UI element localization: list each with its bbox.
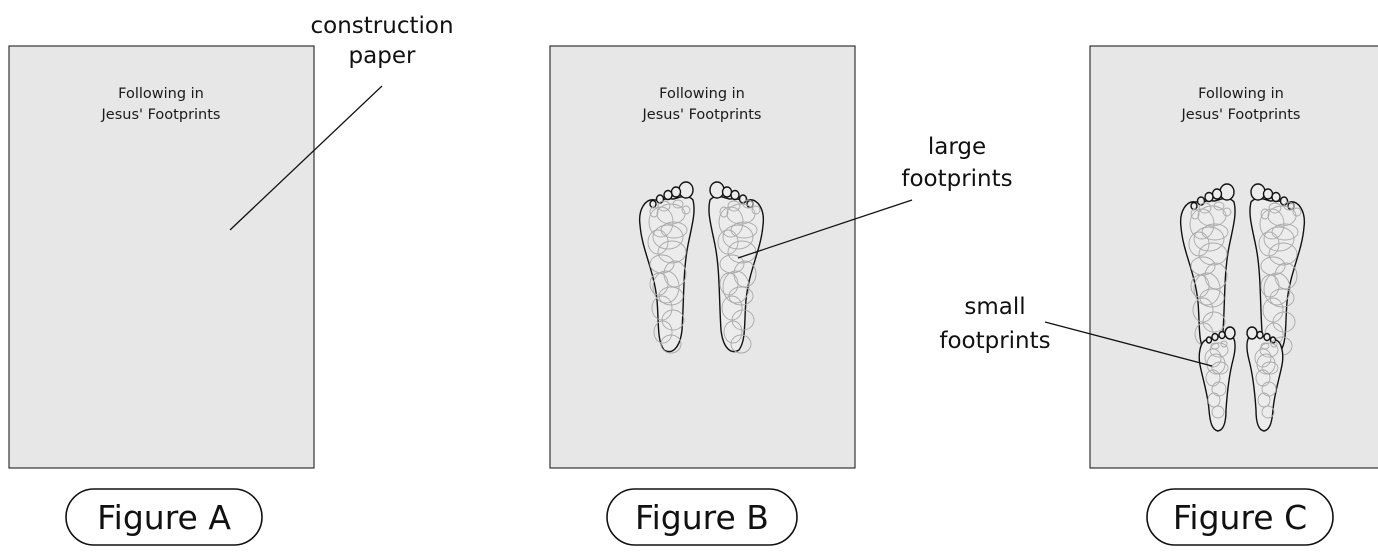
paper-title-line-1: Following in	[659, 86, 745, 102]
callout-label-line-2: footprints	[901, 166, 1012, 192]
figure-label: Figure C	[1173, 498, 1307, 537]
paper-title-line-2: Jesus' Footprints	[101, 107, 221, 123]
paper-title-line-1: Following in	[1198, 86, 1284, 102]
figure-a: Following in Jesus' Footprints construct…	[9, 13, 454, 545]
figure-label: Figure A	[97, 498, 231, 537]
callout-label-line-1: construction	[310, 13, 453, 39]
callout-label-line-1: small	[964, 294, 1025, 320]
paper-title-line-2: Jesus' Footprints	[1181, 107, 1301, 123]
callout-label-line-1: large	[928, 134, 986, 160]
paper-title-line-2: Jesus' Footprints	[642, 107, 762, 123]
figure-c: Following in Jesus' Footprints	[939, 46, 1378, 545]
figure-b: Following in Jesus' Footprints large foo…	[550, 46, 1013, 545]
callout-label-line-2: footprints	[939, 328, 1050, 354]
callout-label-line-2: paper	[349, 43, 416, 69]
paper-title-line-1: Following in	[118, 86, 204, 102]
figure-label: Figure B	[635, 498, 769, 537]
